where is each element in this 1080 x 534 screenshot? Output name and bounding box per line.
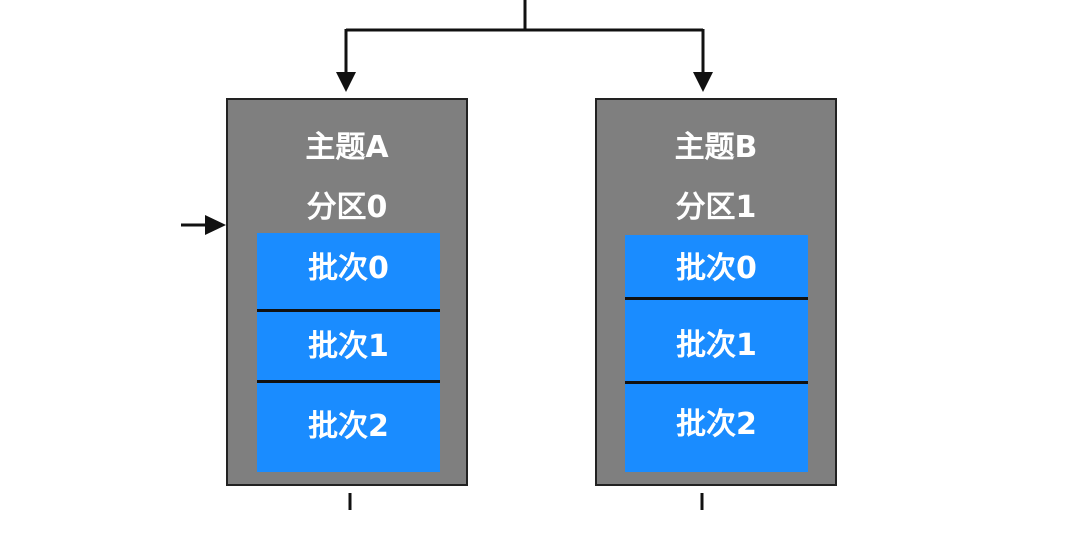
- partition-label: 分区1: [675, 190, 757, 225]
- batch-divider: [257, 309, 440, 312]
- batch-stack: 批次0 批次1 批次2: [257, 233, 440, 472]
- batch-item: 批次1: [308, 329, 389, 364]
- batch-divider: [625, 381, 808, 384]
- topic-title: 主题B: [674, 130, 758, 165]
- batch-item: 批次2: [308, 409, 389, 444]
- bottom-stubs: [348, 493, 704, 510]
- batch-divider: [257, 380, 440, 383]
- topic-panel-b: 主题B 分区1 批次0 批次1 批次2: [595, 98, 837, 486]
- batch-item: 批次0: [308, 251, 389, 286]
- topic-panel-a: 主题A 分区0 批次0 批次1 批次2: [226, 98, 468, 486]
- batch-item: 批次0: [676, 251, 757, 286]
- arrow-down-icon: [336, 72, 356, 92]
- batch-item: 批次1: [676, 328, 757, 363]
- batch-divider: [625, 297, 808, 300]
- arrow-right-icon: [205, 215, 226, 235]
- topic-title: 主题A: [305, 130, 389, 165]
- arrow-down-icon: [693, 72, 713, 92]
- side-pointer: [181, 215, 226, 235]
- partition-label: 分区0: [306, 190, 388, 225]
- batch-item: 批次2: [676, 407, 757, 442]
- distribution-tree: [336, 0, 713, 92]
- batch-stack: 批次0 批次1 批次2: [625, 235, 808, 472]
